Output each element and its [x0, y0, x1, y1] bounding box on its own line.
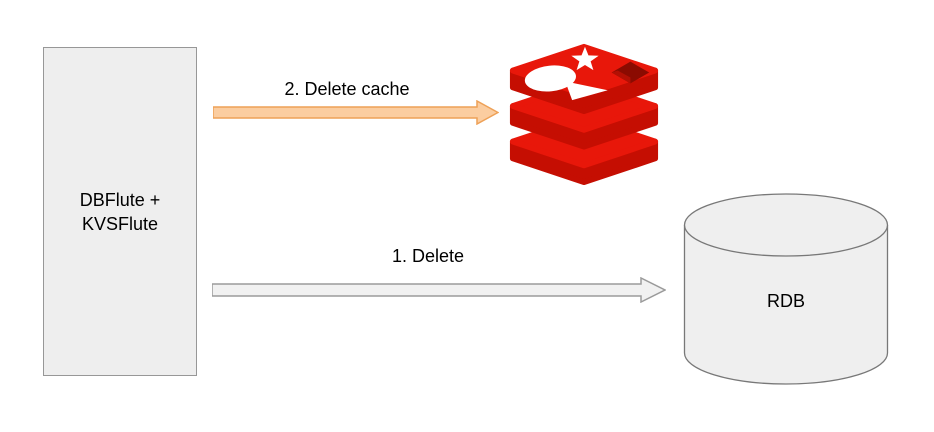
rdb-database-icon — [683, 193, 889, 385]
redis-star-shape — [571, 46, 599, 71]
arrow-delete — [212, 277, 666, 303]
rdb-node-label: RDB — [766, 291, 806, 311]
node-label-line1: DBFlute + — [79, 189, 161, 210]
redis-triangle-shape — [565, 81, 608, 101]
redis-logo-icon — [509, 43, 659, 186]
arrow-delete-cache — [213, 100, 499, 125]
arrow-delete-cache-label: 2. Delete cache — [284, 79, 410, 99]
node-dbflute-kvsflute: DBFlute + KVSFlute — [43, 47, 197, 376]
arrow-delete-label: 1. Delete — [391, 246, 465, 266]
node-dbflute-kvsflute-label: DBFlute + KVSFlute — [80, 188, 161, 236]
node-label-line2: KVSFlute — [81, 213, 159, 234]
redis-ellipse-shape — [524, 65, 576, 92]
